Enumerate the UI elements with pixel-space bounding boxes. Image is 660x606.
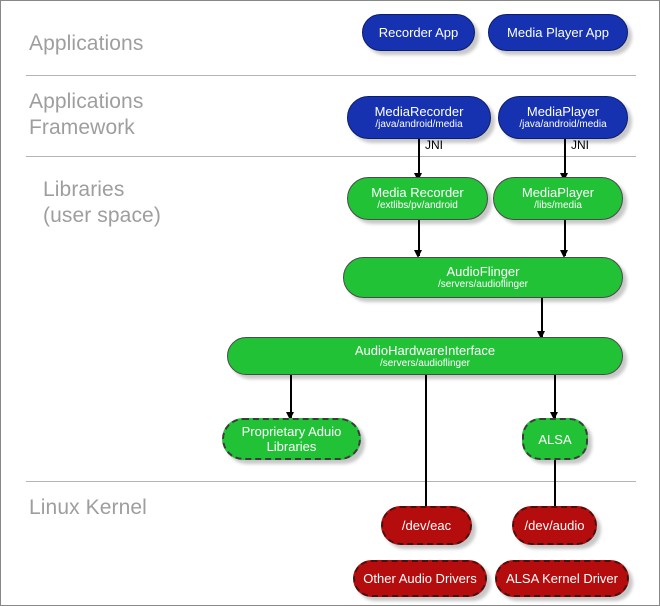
node-title: Media Player App	[507, 25, 609, 40]
connector-alsa-to-dev-audio	[554, 458, 556, 518]
node-subtitle: /java/android/media	[519, 119, 607, 130]
node-mediarecorder-framework[interactable]: MediaRecorder /java/android/media	[347, 96, 491, 139]
node-subtitle: /servers/audioflinger	[379, 357, 471, 369]
node-title: ALSA	[538, 431, 572, 447]
connector-mediarecorder-to-audioflinger	[418, 220, 420, 256]
node-subtitle: /extlibs/pv/android	[377, 200, 458, 211]
layer-label-libraries: Libraries (user space)	[43, 178, 161, 227]
node-title: /dev/audio	[524, 518, 585, 533]
divider-framework	[26, 156, 636, 157]
node-media-player-app[interactable]: Media Player App	[488, 14, 628, 51]
node-media-player-library[interactable]: MediaPlayer /libs/media	[493, 177, 623, 220]
node-title: MediaRecorder	[374, 104, 464, 119]
node-dev-audio[interactable]: /dev/audio	[512, 506, 597, 545]
node-title: MediaPlayer	[521, 185, 595, 200]
node-audiohardwareinterface[interactable]: AudioHardwareInterface /servers/audiofli…	[227, 337, 623, 375]
node-subtitle: /libs/media	[534, 200, 582, 211]
layer-label-applications: Applications	[29, 32, 144, 55]
node-media-recorder-library[interactable]: Media Recorder /extlibs/pv/android	[347, 177, 488, 220]
connector-mediarecorder-jni	[418, 139, 420, 179]
node-dev-eac[interactable]: /dev/eac	[381, 506, 472, 545]
jni-label-right: JNI	[571, 138, 589, 152]
node-title: AudioFlinger	[446, 264, 520, 279]
node-alsa[interactable]: ALSA	[522, 418, 588, 460]
node-recorder-app[interactable]: Recorder App	[362, 14, 475, 51]
node-title: ALSA Kernel Driver	[506, 571, 618, 586]
node-title: Recorder App	[378, 25, 459, 40]
connector-audioflinger-to-audiohw	[541, 297, 543, 337]
node-subtitle: /java/android/media	[375, 119, 463, 130]
node-mediaplayer-framework[interactable]: MediaPlayer /java/android/media	[498, 96, 628, 139]
node-title: MediaPlayer	[526, 104, 600, 119]
node-proprietary-audio-libraries[interactable]: Proprietary Aduio Libraries	[222, 418, 361, 460]
connector-mediaplayer-jni	[564, 139, 566, 179]
connector-audiohw-to-alsa	[554, 374, 556, 418]
node-title: Proprietary Aduio Libraries	[241, 424, 342, 454]
divider-applications	[26, 75, 636, 76]
arrowhead-audioflinger-to-audiohw	[537, 331, 545, 339]
connector-mediaplayer-to-audioflinger	[564, 220, 566, 256]
arrowhead-mediarecorder-to-audioflinger	[414, 250, 422, 258]
node-title: /dev/eac	[401, 518, 452, 533]
arrowhead-audiohw-to-alsa	[550, 412, 558, 420]
arrowhead-audiohw-to-proprietary	[286, 412, 294, 420]
node-subtitle: /servers/audioflinger	[437, 279, 529, 290]
node-title: Media Recorder	[371, 185, 464, 200]
node-audioflinger[interactable]: AudioFlinger /servers/audioflinger	[343, 257, 623, 298]
connector-audiohw-to-proprietary	[290, 374, 292, 418]
node-title: Other Audio Drivers	[363, 571, 477, 586]
node-other-audio-drivers[interactable]: Other Audio Drivers	[353, 560, 487, 597]
node-title: AudioHardwareInterface	[354, 342, 496, 358]
jni-label-left: JNI	[425, 138, 443, 152]
layer-label-applications-framework: Applications Framework	[29, 90, 144, 139]
layer-label-linux-kernel: Linux Kernel	[29, 496, 147, 519]
connector-audiohw-to-dev-eac	[425, 374, 427, 519]
node-alsa-kernel-driver[interactable]: ALSA Kernel Driver	[495, 560, 629, 597]
divider-kernel	[26, 481, 636, 482]
arrowhead-mediaplayer-to-audioflinger	[560, 250, 568, 258]
